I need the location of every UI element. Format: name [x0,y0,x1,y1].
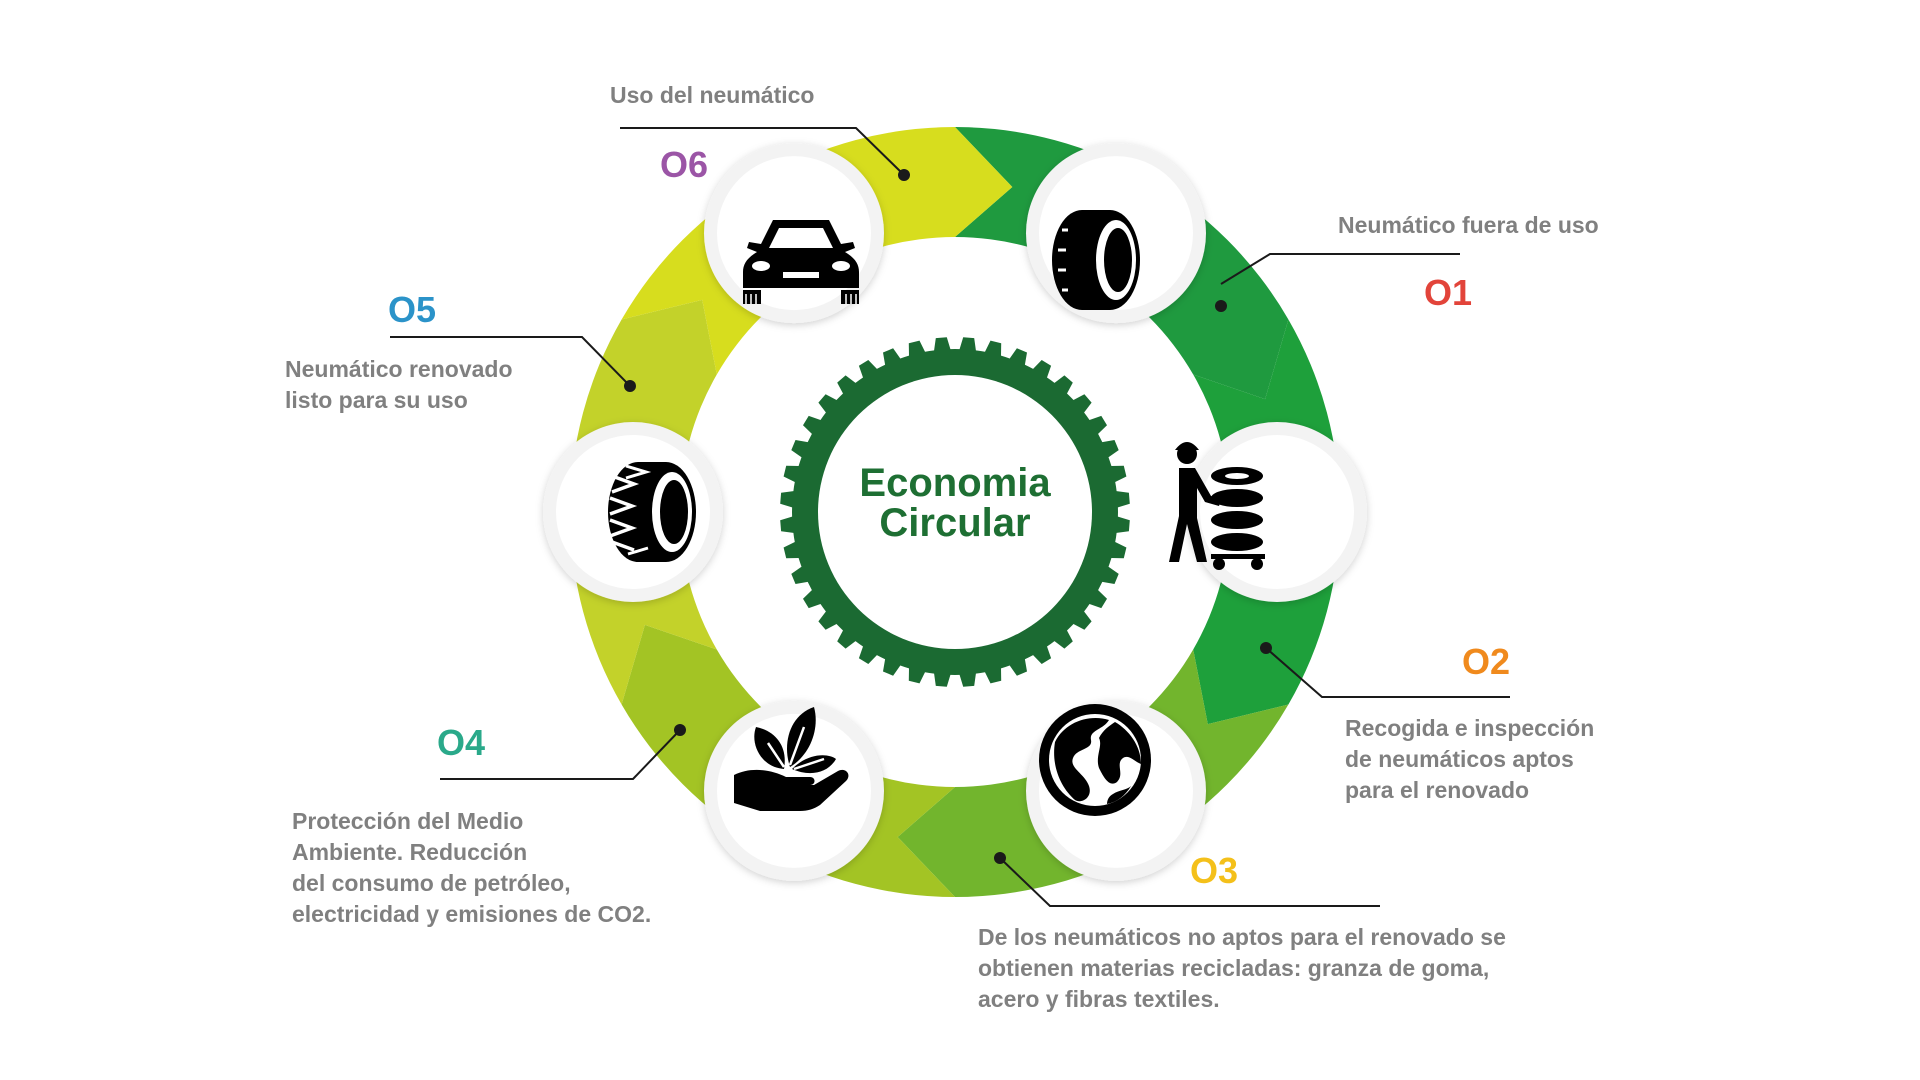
callout-line-o1 [1220,253,1460,285]
callout-dot-o6 [898,169,910,181]
callout-dot-o5 [624,380,636,392]
callout-lines [390,127,1510,907]
callout-line-o3 [999,857,1380,907]
step-text-o1: Neumático fuera de uso [1338,212,1599,238]
callout-dot-o2 [1260,642,1272,654]
callout-dot-o3 [994,852,1006,864]
step-text-o6: Uso del neumático [610,82,815,108]
center-gear: Economia Circular [780,337,1130,687]
worker-tires-icon [1169,442,1265,570]
center-title-line1: Economia [859,461,1051,505]
callout-line-o2 [1265,647,1510,698]
step-text-o5: Neumático renovado listo para su uso [285,356,513,413]
callout-dot-o4 [674,724,686,736]
step-text-o4: Protección del Medio Ambiente. Reducción… [292,808,652,927]
step-number-o1: O1 [1424,272,1473,313]
step-number-o5: O5 [388,289,437,330]
callout-line-o4 [440,729,681,780]
step-number-o3: O3 [1190,850,1239,891]
step-number-o6: O6 [660,144,709,185]
step-number-o2: O2 [1462,641,1511,682]
step-text-o3: De los neumáticos no aptos para el renov… [978,924,1506,1012]
plant-hand-icon [734,707,849,811]
icon-circle-o2 [1187,422,1367,602]
step-text-o2: Recogida e inspección de neumáticos apto… [1345,715,1595,803]
center-title-line2: Circular [879,501,1030,545]
tire-icon [1052,210,1140,310]
callout-dot-o1 [1215,300,1227,312]
retread-tire-icon [608,462,696,562]
globe-icon [1039,704,1151,816]
callout-line-o6 [620,127,905,176]
callout-dots [624,169,1272,864]
car-icon [743,220,859,304]
step-number-o4: O4 [437,722,486,763]
callout-line-o5 [390,336,631,387]
